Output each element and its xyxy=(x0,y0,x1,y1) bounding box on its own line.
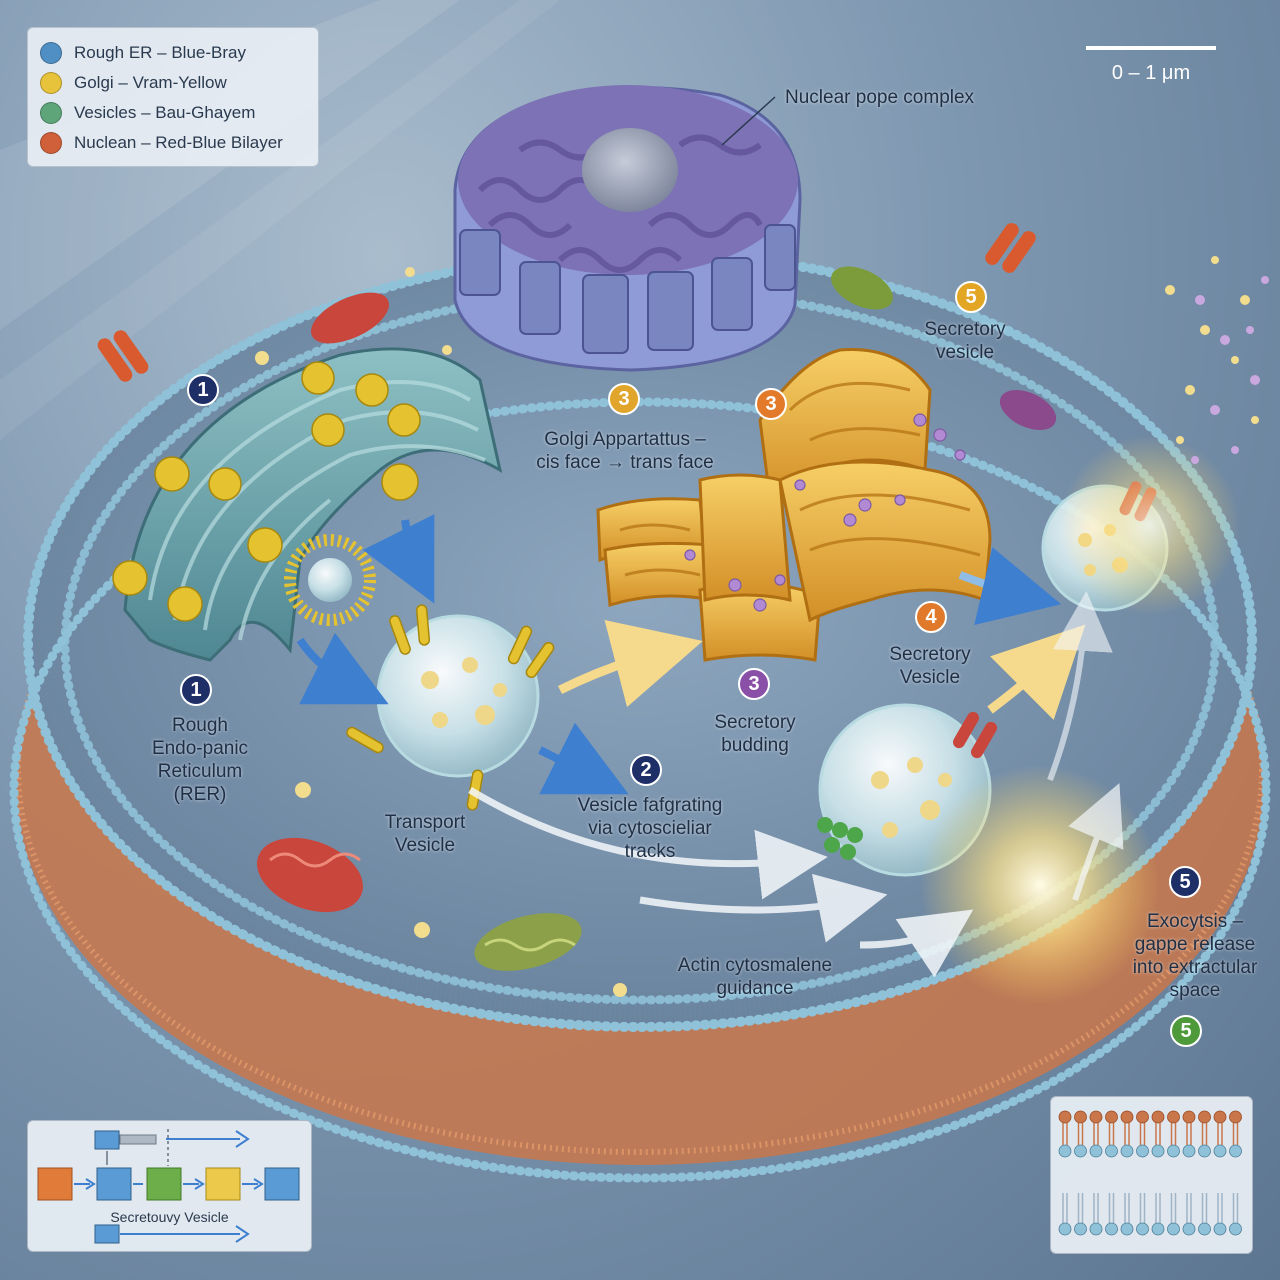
membrane-inset xyxy=(1050,1096,1253,1254)
label-secretory-budding: Secretory budding xyxy=(714,712,796,756)
golgi-apparatus xyxy=(596,348,992,662)
membrane-channel-right xyxy=(985,223,1036,273)
step-badge-5-bottom: 5 xyxy=(1170,1015,1202,1047)
arrow-tracks-white xyxy=(468,786,828,900)
label-exocytosis: Exocytsis – gappe release into extractul… xyxy=(1132,911,1258,1001)
legend-item-golgi: Golgi – Vram-Yellow xyxy=(40,68,306,98)
step-badge-2: 2 xyxy=(630,754,662,786)
label-golgi: Golgi Appartattus – cis face → trans fac… xyxy=(536,429,714,473)
legend-swatch xyxy=(40,72,62,94)
label-vesicle-transport: Vesicle fafgrating via cytoscieliar trac… xyxy=(577,795,723,862)
nucleus xyxy=(453,85,802,372)
legend-label: Rough ER – Blue-Bray xyxy=(74,43,246,62)
legend-item-nuclean: Nuclean – Red-Blue Bilayer xyxy=(40,128,306,158)
label-secretory-vesicle-top: Secretory vesicle xyxy=(924,319,1006,363)
nucleolus xyxy=(582,128,678,212)
scale-bar-label: 0 – 1 μm xyxy=(1111,62,1191,84)
legend-label: Golgi – Vram-Yellow xyxy=(74,73,227,92)
label-actin: Actin cytosmalene guidance xyxy=(677,955,833,999)
arrow-er-to-vesicle xyxy=(296,632,389,705)
step-badge-4: 4 xyxy=(915,601,947,633)
arrow-vesicle-to-tracks xyxy=(538,722,629,795)
label-nuclear-pore: Nuclear pope complex xyxy=(785,87,975,108)
step-badge-5-top: 5 xyxy=(955,281,987,313)
scale-bar xyxy=(1086,46,1216,50)
arrow-vesicle-to-golgi xyxy=(557,619,703,708)
nuclear-pore-pointer xyxy=(721,96,776,146)
legend-swatch xyxy=(40,102,62,124)
legend-label: Nuclean – Red-Blue Bilayer xyxy=(74,133,283,152)
step-badge-3-budding: 3 xyxy=(738,668,770,700)
label-secretory-vesicle-right: Secretory Vesicle xyxy=(889,644,971,688)
transport-vesicle xyxy=(346,604,555,811)
released-particles xyxy=(1165,256,1259,444)
legend-label: Vesicles – Bau-Ghayem xyxy=(74,103,256,122)
legend-swatch xyxy=(40,42,62,64)
step-badge-3-golgi-right: 3 xyxy=(755,388,787,420)
membrane-channel-left xyxy=(97,330,149,382)
legend-item-vesicles: Vesicles – Bau-Ghayem xyxy=(40,98,306,128)
legend: Rough ER – Blue-Bray Golgi – Vram-Yellow… xyxy=(27,27,319,167)
legend-swatch xyxy=(40,132,62,154)
label-rer: Rough Endo-panic Reticulum (RER) xyxy=(151,715,249,805)
flow-inset-diagram xyxy=(37,1129,300,1244)
step-badge-1-top: 1 xyxy=(187,374,219,406)
mitochondria xyxy=(257,266,1057,971)
legend-item-rough-er: Rough ER – Blue-Bray xyxy=(40,38,306,68)
step-badge-5-right: 5 xyxy=(1169,866,1201,898)
flow-inset: Secretouvy Vesicle xyxy=(27,1120,312,1252)
step-badge-3-golgi: 3 xyxy=(608,383,640,415)
flow-inset-caption: Secretouvy Vesicle xyxy=(110,1209,229,1225)
label-transport-vesicle: Transport Vesicle xyxy=(384,812,466,856)
step-badge-1-left: 1 xyxy=(180,674,212,706)
membrane-inset-diagram xyxy=(1058,1110,1242,1236)
